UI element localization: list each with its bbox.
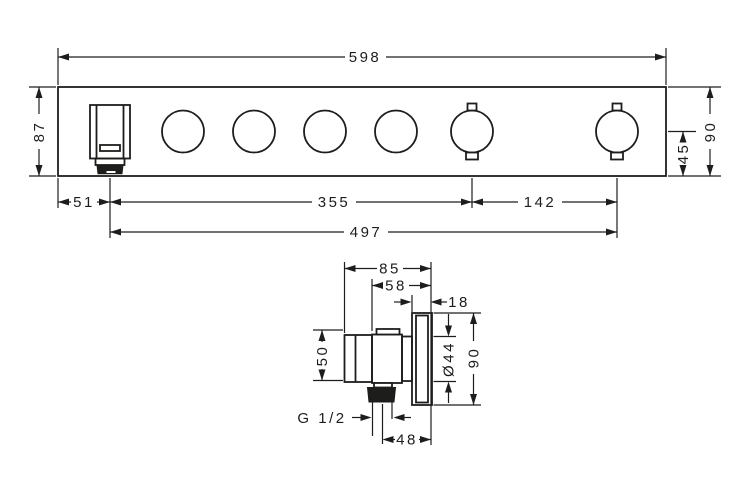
dim-height-right: 90 <box>702 87 719 176</box>
dim-plate-thickness: 18 <box>394 294 470 311</box>
dim-45-label: 45 <box>675 143 692 165</box>
dim-axis-to-front: 48 <box>382 432 431 449</box>
dim-90-bottom-label: 90 <box>466 347 483 369</box>
dim-center-offset: 45 <box>675 131 692 176</box>
dim-85-label: 85 <box>379 261 401 278</box>
dim-497-label: 497 <box>350 224 383 241</box>
handle-bottom-tab <box>373 382 393 389</box>
handle-top-tab <box>375 328 401 336</box>
dim-598-label: 598 <box>349 49 382 66</box>
dim-total-depth: 85 <box>344 261 431 278</box>
dim-142-label: 142 <box>524 194 557 211</box>
threaded-connector <box>366 387 397 444</box>
dim-height-left: 87 <box>31 87 48 176</box>
dim-overall-width: 598 <box>58 49 666 66</box>
dim-355-label: 355 <box>318 194 351 211</box>
wall-plate <box>411 312 433 406</box>
knob-circle-6-with-tabs <box>595 102 639 161</box>
dim-51-label: 51 <box>73 194 95 211</box>
dim-18-label: 18 <box>448 294 470 311</box>
valve-body <box>343 328 413 389</box>
dim-front-depth: 58 <box>372 278 431 295</box>
dim-knob-diameter: Ø44 <box>441 314 458 403</box>
dim-edge-to-handle: 51 <box>58 194 110 211</box>
dim-50-label: 50 <box>314 345 331 367</box>
knob-circle-5-with-tabs <box>450 102 494 161</box>
dim-58-label: 58 <box>385 278 407 295</box>
panel-outline <box>57 86 667 177</box>
dim-48-label: 48 <box>396 432 418 449</box>
front-view: 598 87 90 45 <box>29 48 721 241</box>
dim-body-height: 50 <box>314 330 331 381</box>
square-handle <box>89 104 131 175</box>
dim-pipe-thread: G 1/2 <box>297 410 411 427</box>
front-view-extension-lines <box>29 48 721 238</box>
side-view: 85 58 18 50 <box>297 261 482 449</box>
dim-g12-label: G 1/2 <box>297 410 346 427</box>
dim-fifth-to-sixth-knob: 142 <box>472 194 617 211</box>
dim-44-label: Ø44 <box>441 341 458 377</box>
knob-circle-4 <box>374 109 418 154</box>
handle-threaded-ring <box>96 164 124 175</box>
dim-87-label: 87 <box>31 121 48 143</box>
dim-handle-to-sixth-knob: 497 <box>110 224 617 241</box>
knob-circle-3 <box>303 109 347 154</box>
knob-circle-1 <box>161 109 205 154</box>
neck <box>401 335 413 382</box>
dim-handle-to-fifth-knob: 355 <box>110 194 472 211</box>
dim-plate-height: 90 <box>466 313 483 405</box>
knob-circle-2 <box>232 109 276 154</box>
dim-90-right-label: 90 <box>702 121 719 143</box>
